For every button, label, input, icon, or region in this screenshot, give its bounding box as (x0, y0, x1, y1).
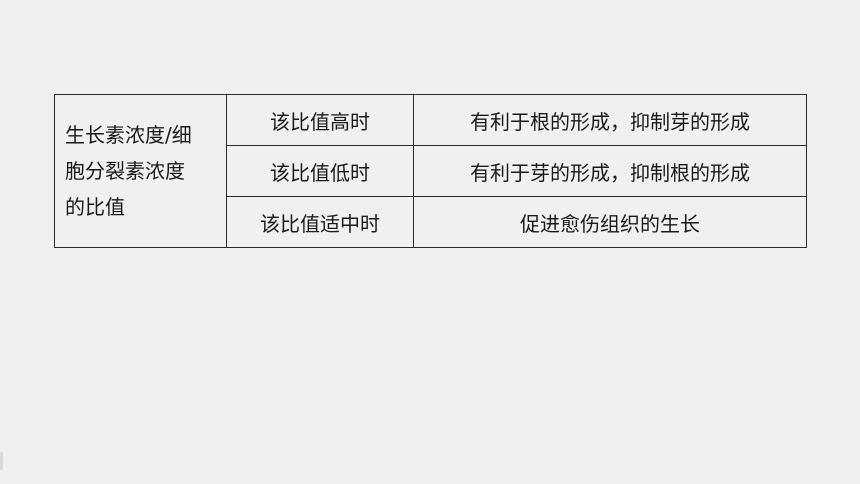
table-row: 该比值适中时 促进愈伤组织的生长 (55, 196, 807, 248)
edge-marker (0, 452, 3, 470)
ratio-header-cell: 生长素浓度/细 胞分裂素浓度 的比值 (54, 94, 227, 248)
effect-cell: 促进愈伤组织的生长 (413, 196, 807, 248)
effect-cell: 有利于芽的形成，抑制根的形成 (413, 145, 807, 197)
condition-cell: 该比值适中时 (226, 196, 414, 248)
table-row: 生长素浓度/细 胞分裂素浓度 的比值 该比值高时 有利于根的形成，抑制芽的形成 (54, 94, 807, 248)
header-line: 的比值 (65, 195, 125, 219)
effect-cell: 有利于根的形成，抑制芽的形成 (413, 94, 807, 146)
header-line: 胞分裂素浓度 (65, 159, 185, 183)
table-row: 该比值低时 有利于芽的形成，抑制根的形成 (55, 145, 807, 197)
condition-cell: 该比值高时 (226, 94, 414, 146)
header-line: 生长素浓度/细 (65, 123, 192, 147)
condition-cell: 该比值低时 (226, 145, 414, 197)
hormone-ratio-table: 生长素浓度/细 胞分裂素浓度 的比值 该比值高时 有利于根的形成，抑制芽的形成 … (54, 94, 807, 248)
